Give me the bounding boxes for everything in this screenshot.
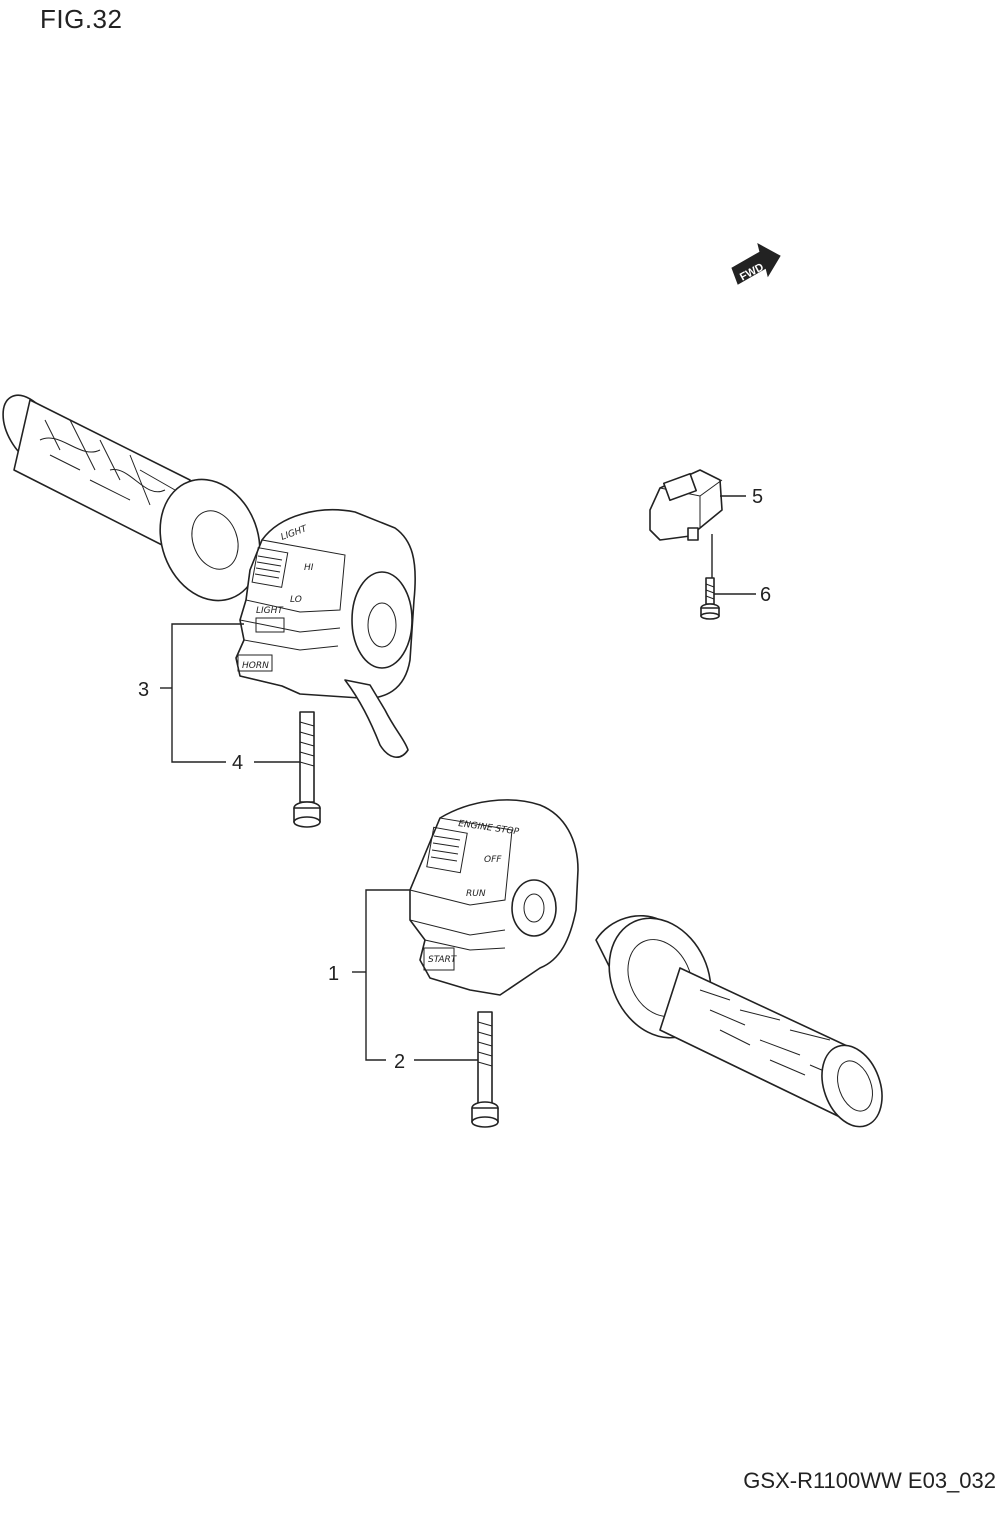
left-grip [2, 394, 261, 602]
callout-6: 6 [760, 584, 771, 606]
left-switch-housing: LIGHT HI LO LIGHT HORN [235, 509, 416, 758]
callout-3: 3 [138, 679, 149, 701]
left-marking-lo: LO [290, 595, 302, 605]
left-marking-light-2: LIGHT [256, 606, 284, 616]
right-screw [471, 1011, 499, 1128]
right-grip [595, 915, 883, 1128]
left-marking-horn: HORN [242, 661, 269, 671]
right-marking-run: RUN [466, 889, 486, 899]
left-marking-hi: HI [304, 563, 314, 573]
figure-title: FIG.32 [40, 4, 123, 34]
small-screw [700, 577, 720, 620]
footer-code: GSX-R1100WW E03_032 [743, 1468, 996, 1493]
right-marking-off: OFF [484, 855, 502, 865]
callout-4: 4 [232, 752, 243, 774]
right-marking-start: START [428, 955, 458, 965]
fwd-arrow: FWD [731, 243, 781, 285]
callout-2: 2 [394, 1051, 405, 1073]
leader-lines [160, 495, 756, 1061]
right-switch-housing: ENGINE STOP OFF RUN START [409, 799, 579, 996]
callout-5: 5 [752, 486, 763, 508]
small-switch [649, 469, 723, 541]
left-screw [293, 711, 321, 828]
callout-1: 1 [328, 963, 339, 985]
